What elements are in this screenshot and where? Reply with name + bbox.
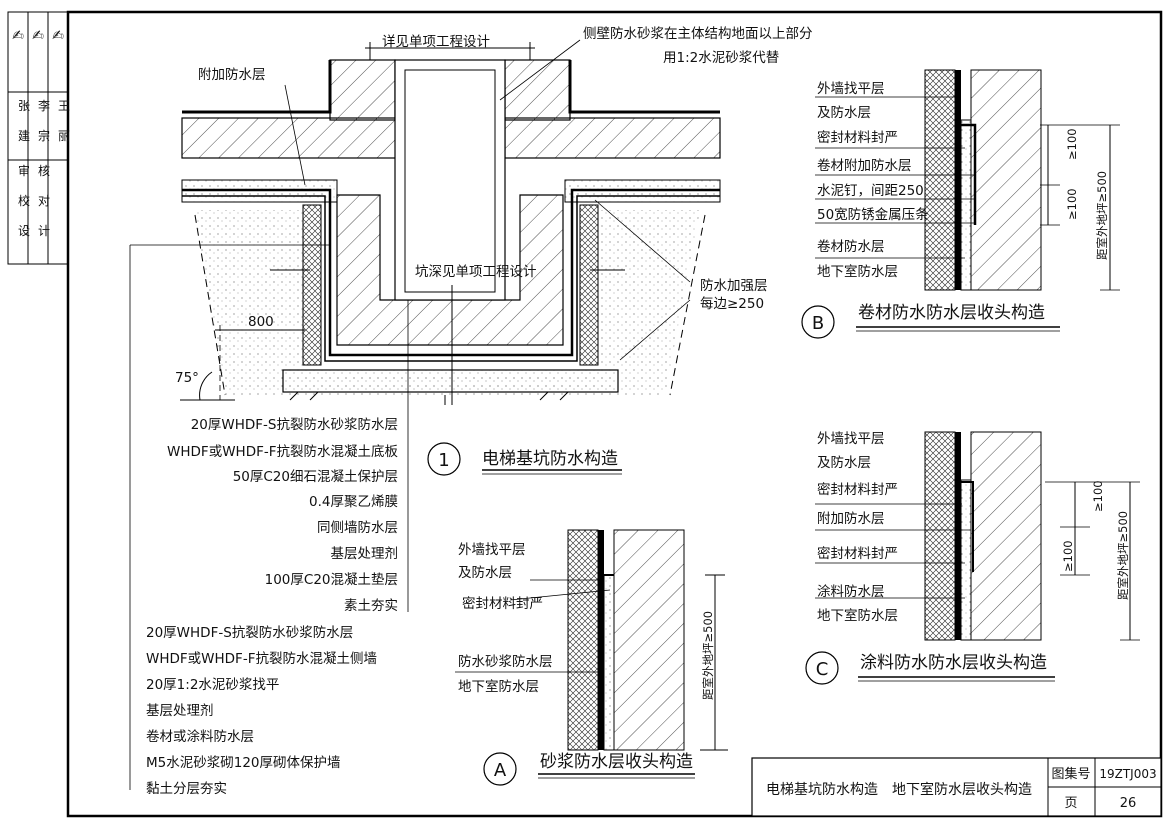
- detailB-dim-outer: 距室外地坪≥500: [1095, 171, 1109, 260]
- detailA-letter: A: [494, 760, 507, 781]
- detail1-reinforce-2: 每边≥250: [700, 296, 764, 312]
- detail1-extra-layer: 附加防水层: [198, 67, 266, 83]
- detail-A-drawing: [455, 529, 728, 751]
- detailB-letter: B: [812, 313, 824, 334]
- floor-layer-2: WHDF或WHDF-F抗裂防水混凝土底板: [167, 444, 398, 460]
- wall-layer-6: M5水泥砂浆砌120厚砌体保护墙: [146, 755, 341, 771]
- stamp-role-3: 设: [18, 224, 30, 238]
- detailC-label-1: 外墙找平层: [817, 431, 885, 447]
- detailB-letter-circle: [801, 305, 835, 339]
- detailB-title: 卷材防水防水层收头构造: [858, 303, 1045, 323]
- stamp-role-2: 校: [18, 193, 30, 208]
- title-block-atlas-label: 图集号: [1051, 766, 1090, 782]
- wall-layer-5: 卷材或涂料防水层: [146, 729, 254, 745]
- stamp-role2-3: 计: [38, 224, 50, 238]
- floor-layer-8: 素土夯实: [344, 598, 398, 614]
- floor-layer-7: 100厚C20混凝土垫层: [265, 572, 398, 588]
- detailA-label-4: 防水砂浆防水层: [458, 654, 553, 670]
- title-block-page-no: 26: [1120, 796, 1137, 811]
- stamp-sig-1: ✍: [10, 28, 26, 44]
- wall-layer-4: 基层处理剂: [146, 702, 214, 719]
- stamp-name2-2: 宗: [38, 128, 50, 143]
- detailB-label-6: 50宽防锈金属压条: [817, 206, 929, 223]
- stamp-role-1: 审: [18, 163, 30, 178]
- detailC-label-7: 地下室防水层: [817, 607, 898, 624]
- wall-layer-7: 黏土分层夯实: [146, 781, 227, 797]
- detailC-dim-a: ≥100: [1091, 480, 1105, 512]
- detail-1-drawing: [129, 39, 721, 790]
- detail1-top-dim: 详见单项工程设计: [382, 34, 490, 50]
- detailC-letter-circle: [805, 651, 839, 685]
- title-block-atlas-no: 19ZTJ003: [1099, 767, 1156, 781]
- wall-layer-3: 20厚1:2水泥砂浆找平: [146, 677, 279, 693]
- detailB-label-4: 卷材附加防水层: [817, 158, 912, 174]
- stamp-name2-1: 建: [18, 129, 30, 143]
- detail1-top-note-2: 用1:2水泥砂浆代替: [663, 50, 780, 66]
- detailA-letter-circle: [483, 752, 517, 786]
- stamp-name-3: 王: [58, 99, 70, 113]
- detailC-title: 涂料防水防水层收头构造: [860, 653, 1047, 673]
- wall-layer-1: 20厚WHDF-S抗裂防水砂浆防水层: [146, 625, 353, 641]
- title-block: [751, 757, 1162, 817]
- detail1-reinforce-1: 防水加强层: [700, 278, 768, 294]
- detailC-letter: C: [816, 659, 829, 680]
- detail1-angle: 75°: [175, 370, 199, 386]
- detailA-label-1: 外墙找平层: [458, 542, 526, 558]
- detailA-dim: 距室外地坪≥500: [701, 611, 715, 700]
- stamp-sig-2: ✍: [30, 28, 46, 44]
- stamp-name-1: 张: [18, 99, 30, 113]
- title-block-page-label: 页: [1064, 796, 1077, 811]
- detail1-top-note-1: 侧壁防水砂浆在主体结构地面以上部分: [583, 26, 813, 42]
- floor-layer-5: 同侧墙防水层: [317, 520, 398, 536]
- detailA-label-2: 及防水层: [458, 565, 512, 581]
- detailB-label-8: 地下室防水层: [817, 263, 898, 280]
- floor-layer-4: 0.4厚聚乙烯膜: [309, 494, 398, 510]
- stamp-sig-3: ✍: [50, 28, 66, 44]
- detailB-label-1: 外墙找平层: [817, 81, 885, 97]
- detailB-label-2: 及防水层: [817, 105, 871, 121]
- detailC-label-6: 涂料防水层: [817, 584, 885, 600]
- detail1-pit-depth: 坑深见单项工程设计: [415, 264, 537, 280]
- detail1-wall-layer-list: 20厚WHDF-S抗裂防水砂浆防水层 WHDF或WHDF-F抗裂防水混凝土侧墙 …: [146, 625, 377, 797]
- stamp-role2-2: 对: [38, 194, 50, 208]
- detailC-label-2: 及防水层: [817, 455, 871, 471]
- detailA-label-5: 地下室防水层: [458, 678, 539, 695]
- detailC-dim-outer: 距室外地坪≥500: [1116, 511, 1130, 600]
- floor-layer-6: 基层处理剂: [331, 545, 399, 562]
- signature-strip: ✍ ✍ ✍ 审 校 设 核 对 计 张 李 王 建 宗 丽: [7, 11, 70, 265]
- floor-layer-1: 20厚WHDF-S抗裂防水砂浆防水层: [191, 417, 398, 433]
- detail1-number-circle: [427, 442, 461, 476]
- sheet-border: [66, 10, 1163, 818]
- detailB-label-3: 密封材料封严: [817, 129, 898, 146]
- detailC-label-4: 附加防水层: [817, 511, 885, 527]
- detail1-dim-800: 800: [248, 314, 274, 330]
- detailB-label-5: 水泥钉，间距250: [817, 183, 924, 199]
- stamp-role2-1: 核: [38, 164, 50, 178]
- detail1-title: 电梯基坑防水构造: [482, 449, 618, 469]
- detailB-dim-a: ≥100: [1065, 128, 1079, 160]
- title-block-drawing-title: 电梯基坑防水构造 地下室防水层收头构造: [766, 781, 1032, 798]
- stamp-name-2: 李: [38, 98, 50, 113]
- detailA-title: 砂浆防水层收头构造: [540, 752, 693, 772]
- detailB-label-7: 卷材防水层: [817, 239, 885, 255]
- detailC-label-5: 密封材料封严: [817, 545, 898, 562]
- detailB-dim-b: ≥100: [1065, 188, 1079, 220]
- stamp-name2-3: 丽: [58, 129, 70, 143]
- floor-layer-3: 50厚C20细石混凝土保护层: [233, 469, 398, 485]
- detail-C-drawing: [815, 431, 1140, 641]
- wall-layer-2: WHDF或WHDF-F抗裂防水混凝土侧墙: [146, 651, 377, 667]
- detailA-label-3: 密封材料封严: [462, 595, 543, 612]
- detailC-dim-b: ≥100: [1061, 540, 1075, 572]
- detail1-number: 1: [438, 450, 449, 471]
- detail1-floor-layer-list: 20厚WHDF-S抗裂防水砂浆防水层 WHDF或WHDF-F抗裂防水混凝土底板 …: [167, 417, 398, 614]
- detail-B-drawing: [815, 69, 1120, 291]
- detailC-label-3: 密封材料封严: [817, 481, 898, 498]
